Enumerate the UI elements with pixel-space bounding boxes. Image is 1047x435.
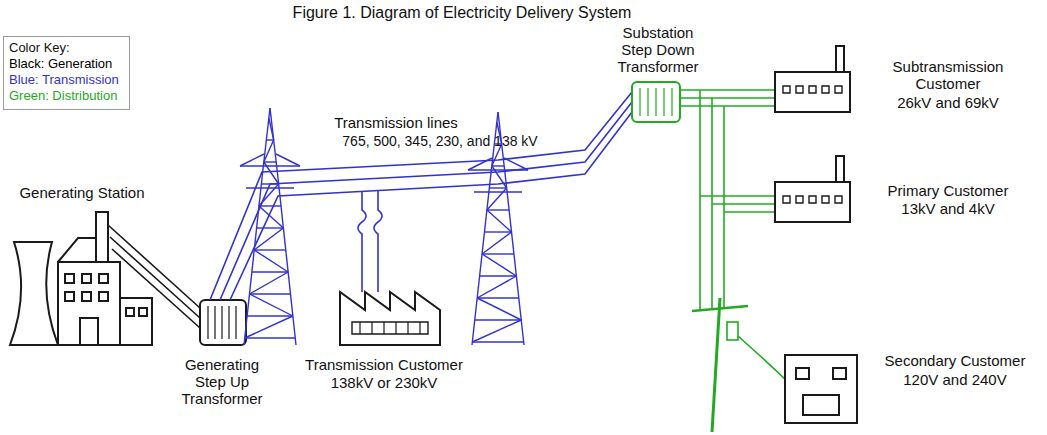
tower-strut [247, 315, 293, 316]
voltage-label: 120V and 240V [903, 371, 1006, 388]
tower-strut [489, 187, 506, 188]
tower-strut [259, 206, 283, 228]
tower-strut [240, 154, 264, 166]
voltage-label: 13kV and 4kV [901, 200, 994, 217]
subtransmission-customer-plant [775, 46, 850, 112]
component-label: Generating Station [19, 184, 144, 201]
tower-strut [482, 253, 514, 254]
component-label: Substation Step Down Transformer [611, 24, 706, 75]
generation-wires [108, 225, 200, 328]
tower-strut [477, 298, 521, 320]
legend-swatch: Green: Distribution [9, 88, 117, 103]
tower-strut [480, 275, 517, 276]
primary-customer-plant [775, 156, 850, 222]
legend-swatch: Blue: Transmission [9, 72, 119, 87]
component-label: Transmission Customer [305, 356, 463, 373]
tower-strut [261, 183, 278, 184]
tower-strut [240, 165, 300, 166]
tower-strut [484, 231, 511, 232]
generating-station [10, 212, 152, 345]
figure-title: Figure 1. Diagram of Electricity Deliver… [293, 3, 632, 23]
tower-strut [468, 158, 492, 170]
legend-swatch: Black: Generation [9, 56, 112, 71]
tower-strut [278, 178, 296, 345]
tower-strut [266, 139, 273, 140]
tower-strut [472, 320, 521, 342]
tower-strut [269, 118, 274, 140]
legend-text: Blue: Transmission [9, 72, 119, 87]
tower-strut [270, 108, 278, 178]
tower-strut [477, 276, 516, 298]
tower-strut [254, 228, 283, 250]
tower-strut [259, 184, 279, 206]
distribution-lines [680, 90, 788, 432]
component-label: Secondary Customer [885, 352, 1026, 369]
voltage-label: 138kV or 230kV [331, 374, 438, 391]
tower-strut [504, 158, 528, 170]
tower-strut [264, 161, 276, 162]
voltage-label: 26kV and 69kV [897, 94, 999, 111]
tower-strut [477, 297, 519, 298]
tower-strut [487, 188, 507, 210]
substation-transformer [632, 82, 680, 122]
tower-strut [492, 166, 507, 188]
tower-strut [264, 140, 274, 162]
tower-strut [245, 316, 293, 338]
tower-strut [482, 232, 511, 254]
line-label: Transmission lines [334, 114, 458, 131]
component-label: Generating Step Up Transformer [175, 356, 270, 407]
legend-heading: Color Key: [9, 40, 122, 56]
tower-strut [249, 294, 292, 316]
tower-strut [249, 293, 290, 294]
tower-strut [249, 272, 288, 294]
secondary-customer-house [785, 355, 857, 423]
legend-box: Color Key:Black: GenerationBlue: Transmi… [3, 36, 130, 110]
tower-strut [254, 249, 286, 250]
voltage-label: 765, 500, 345, 230, and 138 kV [342, 133, 537, 150]
tower-strut [264, 162, 279, 184]
tower-strut [244, 178, 262, 345]
transmission-wires [210, 92, 632, 300]
step-up-transformer [200, 300, 246, 345]
tower-strut [252, 271, 288, 272]
legend-text: Black: Generation [9, 56, 112, 71]
tower-strut [487, 209, 509, 210]
tower-strut [259, 205, 281, 206]
tower-strut [257, 227, 284, 228]
legend-text: Green: Distribution [9, 88, 117, 103]
tower-strut [245, 337, 295, 338]
tower-strut [246, 187, 294, 188]
tower-strut [472, 341, 523, 342]
tower-strut [482, 254, 516, 276]
tower-strut [492, 165, 504, 166]
tower-strut [276, 154, 300, 166]
tower-strut [487, 210, 512, 232]
component-label: Subtransmission Customer [883, 58, 1013, 92]
transmission-customer-plant [340, 292, 440, 345]
tower-strut [468, 169, 528, 170]
tower-strut [474, 191, 522, 192]
component-label: Primary Customer [888, 182, 1009, 199]
tower-strut [475, 319, 521, 320]
tower-strut [254, 250, 288, 272]
